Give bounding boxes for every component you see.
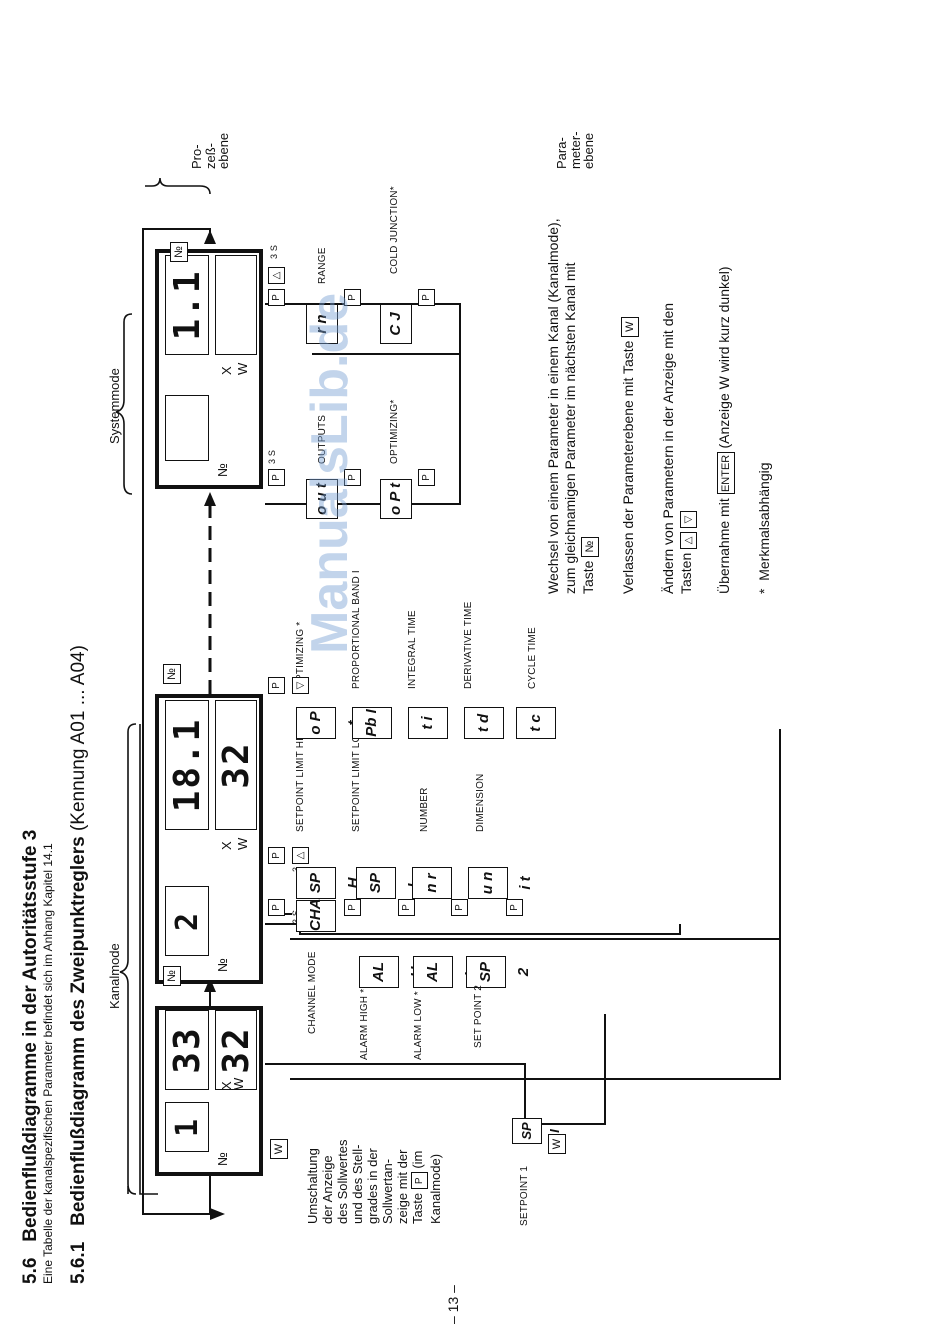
note-4: Übernahme mit ENTER (Anzeige W wird kurz… xyxy=(716,266,735,594)
prozessebene-label: Pro-zeß-ebene xyxy=(189,132,232,169)
p-key[interactable]: P xyxy=(418,469,435,486)
w-key[interactable]: W xyxy=(548,1134,566,1154)
x-label: X xyxy=(219,366,234,375)
p-key[interactable]: P xyxy=(344,899,361,916)
display-channel-2: № 2 X 18.1 W 32 xyxy=(155,694,263,984)
param-nr[interactable]: n r xyxy=(412,867,452,899)
down-key[interactable]: ▽ xyxy=(680,510,697,528)
param-ti[interactable]: t i xyxy=(408,707,448,739)
subsection-heading: 5.6.1 Bedienflußdiagramm des Zweipunktre… xyxy=(68,645,89,1284)
param-alh-label: ALARM HIGH * xyxy=(359,988,370,1060)
param-unit[interactable]: u n i t xyxy=(468,867,534,899)
section-subtitle: Eine Tabelle der kanalspezifischen Param… xyxy=(41,843,55,1284)
display-w-value xyxy=(215,255,257,355)
p-key[interactable]: P xyxy=(418,289,435,306)
p-key[interactable]: P xyxy=(268,469,285,486)
hold-3s: 3 s xyxy=(267,449,277,464)
p-key[interactable]: P xyxy=(268,677,285,694)
watermark: ManualsLib.de xyxy=(301,292,359,654)
param-tc-label: CYCLE TIME xyxy=(527,627,538,689)
param-opt[interactable]: o P t xyxy=(296,707,362,739)
param-all-label: ALARM LOW * xyxy=(413,991,424,1060)
enter-key[interactable]: ENTER xyxy=(717,452,735,495)
note-3b: Tasten △ ▽ xyxy=(678,510,697,594)
param-nr-label: NUMBER xyxy=(419,787,430,832)
no-key[interactable]: № xyxy=(170,242,188,262)
w-label: W xyxy=(235,362,250,375)
param-tc[interactable]: t c xyxy=(516,707,556,739)
no-label: № xyxy=(215,463,230,477)
systemmode-label: Systemmode xyxy=(107,368,122,444)
display-x-value: 33 xyxy=(165,1010,209,1090)
param-spl[interactable]: SP L xyxy=(356,867,422,899)
no-label: № xyxy=(215,958,230,972)
param-rn-label: RANGE xyxy=(317,247,328,284)
x-label: X xyxy=(219,841,234,850)
w-key[interactable]: W xyxy=(621,316,639,337)
p-key[interactable]: P xyxy=(268,899,285,916)
param-sph[interactable]: SP H xyxy=(296,867,362,899)
note-1a: Wechsel von einem Parameter in einem Kan… xyxy=(545,218,561,594)
up-key[interactable]: △ xyxy=(292,847,309,864)
up-key[interactable]: △ xyxy=(680,531,697,549)
p-key[interactable]: P xyxy=(451,899,468,916)
p-key[interactable]: P xyxy=(268,289,285,306)
param-td-label: DERIVATIVE TIME xyxy=(463,601,474,689)
param-td[interactable]: t d xyxy=(464,707,504,739)
param-ti-label: INTEGRAL TIME xyxy=(407,610,418,689)
p-key[interactable]: P xyxy=(268,847,285,864)
display-x-value: 1.1 xyxy=(165,255,209,355)
no-key[interactable]: № xyxy=(163,966,181,986)
param-sp2[interactable]: SP 2 xyxy=(466,956,532,988)
param-cj[interactable]: C J xyxy=(380,304,412,344)
hold-3s: 3 s xyxy=(269,244,279,259)
param-spl-label: SETPOINT LIMIT LOW xyxy=(351,724,362,832)
note-1c: Taste № xyxy=(580,536,599,594)
p-key[interactable]: P xyxy=(506,899,523,916)
param-unit-label: DIMENSION xyxy=(475,773,486,832)
note-1b: zum gleichnamigen Parameter im nächsten … xyxy=(562,262,578,595)
param-sp1[interactable]: SP I xyxy=(512,1118,562,1144)
section-heading: 5.6 Bedienflußdiagramme in der Autorität… xyxy=(20,829,41,1284)
display-w-value: 32 xyxy=(215,700,257,830)
param-alh[interactable]: AL H xyxy=(359,956,425,988)
display-w-value: 32 xyxy=(215,1010,257,1090)
parameterebene-label: Para-meter-ebene xyxy=(554,131,597,169)
page-number: – 13 – xyxy=(445,1285,461,1324)
no-key[interactable]: № xyxy=(581,536,599,557)
param-chan-label: CHANNEL MODE xyxy=(307,951,318,1034)
p-key[interactable]: P xyxy=(398,899,415,916)
kanalmode-label: Kanalmode xyxy=(107,943,122,1009)
param-cj-label: COLD JUNCTION* xyxy=(389,186,400,274)
display-no-value xyxy=(165,395,209,461)
w-label: W xyxy=(235,837,250,850)
down-key[interactable]: ▽ xyxy=(292,677,309,694)
note-5: * Merkmalsabhängig xyxy=(756,462,772,594)
param-sys-opt-label: OPTIMIZING* xyxy=(389,399,400,464)
display-x-value: 18.1 xyxy=(165,700,209,830)
display-system: № X 1.1 W xyxy=(155,249,263,489)
param-chan[interactable]: CHAn xyxy=(296,889,336,932)
param-all[interactable]: AL L xyxy=(413,956,479,988)
no-key[interactable]: № xyxy=(163,664,181,684)
w-key[interactable]: W xyxy=(270,1139,288,1159)
display-no-value: 1 xyxy=(165,1102,209,1152)
param-pbi[interactable]: Pb I xyxy=(352,707,392,739)
param-sp2-label: SET POINT 2 xyxy=(473,985,484,1048)
p-key[interactable]: P xyxy=(411,1172,428,1190)
up-key[interactable]: △ xyxy=(268,267,285,284)
note-2: Verlassen der Parameterebene mit Taste W xyxy=(620,316,639,594)
note-3a: Ändern von Parametern in der Anzeige mit… xyxy=(660,302,676,594)
no-label: № xyxy=(215,1152,230,1166)
display-channel-1: № 1 X 33 W 32 xyxy=(155,1006,263,1176)
display-no-value: 2 xyxy=(165,886,209,956)
param-sp1-label: SETPOINT 1 xyxy=(519,1165,530,1226)
param-sys-opt[interactable]: o P t xyxy=(380,479,412,519)
